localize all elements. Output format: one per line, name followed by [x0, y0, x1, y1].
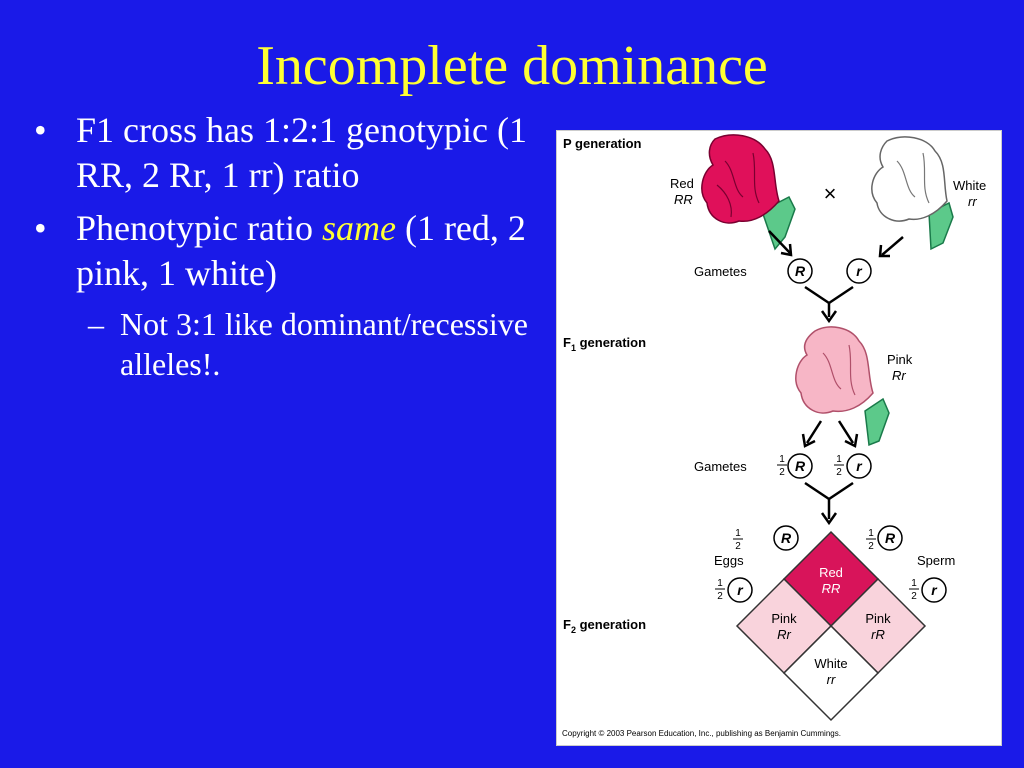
inheritance-figure: P generation Red RR × White rr Gametes R… [556, 130, 1002, 746]
punnett-white-genotype: rr [827, 672, 836, 687]
pink-flower-icon [795, 326, 890, 447]
svg-text:2: 2 [911, 591, 917, 602]
gametes-label-f1: Gametes [694, 459, 747, 474]
sub-bullet-item: – Not 3:1 like dominant/recessive allele… [32, 304, 552, 384]
half-fraction-sperm-r: 1 2 [909, 578, 919, 602]
f1-gametes-merge-arrow [804, 481, 854, 526]
punnett-pink-right-genotype: rR [871, 627, 885, 642]
f1-generation-label: F1 generation [563, 335, 646, 353]
p-generation-label: P generation [563, 136, 642, 151]
sperm-R-circle [877, 525, 903, 551]
svg-text:1: 1 [717, 578, 723, 589]
svg-text:2: 2 [779, 467, 785, 478]
gamete-r-label-f1: r [856, 458, 863, 474]
bullet-text-phenotypic-start: Phenotypic ratio [76, 208, 322, 248]
white-flower-icon [871, 136, 954, 251]
punnett-pink-right-label: Pink [865, 611, 891, 626]
punnett-pink-left-label: Pink [771, 611, 797, 626]
sub-bullet-text: Not 3:1 like dominant/recessive alleles!… [120, 306, 528, 382]
red-genotype: RR [674, 192, 693, 207]
sperm-r-circle [921, 577, 947, 603]
p-arrows [768, 230, 904, 258]
bullet-item-genotypic: • F1 cross has 1:2:1 genotypic (1 RR, 2 … [32, 108, 552, 198]
sperm-r-label: r [931, 582, 938, 598]
red-label: Red [670, 176, 694, 191]
gamete-R-label: R [795, 263, 806, 279]
punnett-pink-left-genotype: Rr [777, 627, 791, 642]
gametes-merge-arrow [804, 285, 854, 324]
egg-r-circle [727, 577, 753, 603]
gametes-label-p: Gametes [694, 264, 747, 279]
copyright-text: Copyright © 2003 Pearson Education, Inc.… [562, 729, 841, 738]
egg-r-label: r [737, 582, 744, 598]
white-genotype: rr [968, 194, 977, 209]
dash-glyph: – [88, 306, 104, 342]
sperm-R-label: R [885, 530, 896, 546]
bullet-glyph: • [34, 208, 47, 248]
bullet-item-phenotypic: • Phenotypic ratio same (1 red, 2 pink, … [32, 206, 552, 296]
gamete-r-label: r [856, 263, 863, 279]
gamete-R-label-f1: R [795, 458, 806, 474]
eggs-label: Eggs [714, 553, 744, 568]
sperm-label: Sperm [917, 553, 955, 568]
svg-text:2: 2 [836, 467, 842, 478]
svg-text:1: 1 [735, 528, 741, 539]
red-flower-icon [701, 134, 796, 251]
inheritance-diagram: P generation Red RR × White rr Gametes R… [562, 134, 986, 738]
svg-text:2: 2 [717, 591, 723, 602]
svg-text:1: 1 [868, 528, 874, 539]
pink-label-f1: Pink [887, 352, 913, 367]
cross-symbol: × [824, 181, 837, 206]
half-fraction-egg-r: 1 2 [715, 578, 725, 602]
half-fraction-r: 1 2 [834, 454, 844, 478]
half-fraction-sperm-R: 1 2 [866, 528, 876, 552]
punnett-cell-white [782, 624, 880, 722]
f2-generation-label: F2 generation [563, 617, 646, 635]
punnett-red-genotype: RR [822, 581, 841, 596]
gamete-R-circle-f1 [787, 453, 813, 479]
f1-arrows [801, 420, 859, 448]
punnett-square [735, 530, 927, 722]
svg-text:2: 2 [735, 541, 741, 552]
half-fraction-egg-R: 1 2 [733, 528, 743, 552]
svg-text:1: 1 [911, 578, 917, 589]
punnett-red-label: Red [819, 565, 843, 580]
gamete-R-circle [787, 258, 813, 284]
emphasis-same: same [321, 208, 396, 248]
slide-title: Incomplete dominance [256, 35, 768, 97]
egg-R-circle [773, 525, 799, 551]
svg-text:1: 1 [779, 454, 785, 465]
bullet-text-genotypic: F1 cross has 1:2:1 genotypic (1 RR, 2 Rr… [76, 110, 527, 195]
svg-text:2: 2 [868, 541, 874, 552]
gamete-r-circle [846, 258, 872, 284]
bullet-list: • F1 cross has 1:2:1 genotypic (1 RR, 2 … [32, 108, 552, 384]
svg-text:1: 1 [836, 454, 842, 465]
white-label: White [953, 178, 986, 193]
punnett-white-label: White [814, 656, 847, 671]
pink-genotype-f1: Rr [892, 368, 906, 383]
egg-R-label: R [781, 530, 792, 546]
half-fraction-R: 1 2 [777, 454, 787, 478]
gamete-r-circle-f1 [846, 453, 872, 479]
bullet-glyph: • [34, 110, 47, 150]
bullet-text-phenotypic-end: (1 red, 2 pink, 1 white) [76, 208, 526, 293]
